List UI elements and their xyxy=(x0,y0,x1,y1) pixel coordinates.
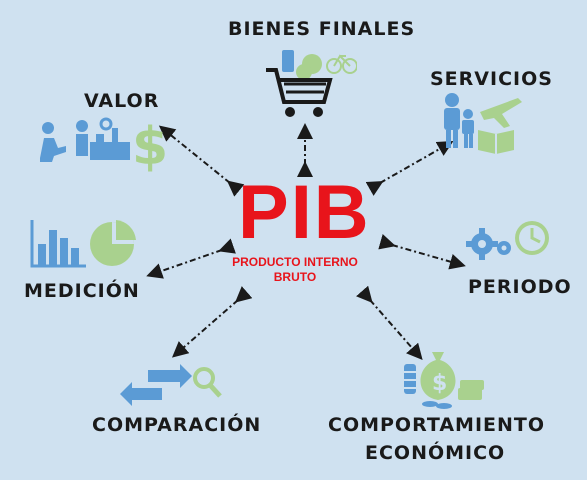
label-bienes-finales: BIENES FINALES xyxy=(228,18,416,40)
money-bag-icon: $ xyxy=(404,352,484,409)
people-travel-icon xyxy=(444,93,522,154)
pib-subtitle-line2: BRUTO xyxy=(273,270,317,284)
label-valor: VALOR xyxy=(84,90,160,112)
workers-money-icon: $ xyxy=(40,117,166,174)
label-comparacion: COMPARACIÓN xyxy=(92,414,262,436)
label-periodo: PERIODO xyxy=(468,276,572,298)
label-medicion: MEDICIÓN xyxy=(24,280,140,302)
label-comportamiento-line2: ECONÓMICO xyxy=(365,442,506,464)
label-servicios: SERVICIOS xyxy=(430,68,553,90)
svg-text:$: $ xyxy=(132,117,166,174)
chart-pie-icon xyxy=(30,220,136,268)
label-comportamiento-line1: COMPORTAMIENTO xyxy=(328,414,546,436)
connector-medicion xyxy=(146,238,236,279)
svg-text:$: $ xyxy=(432,371,447,396)
compare-arrows-icon xyxy=(120,364,222,406)
connector-valor xyxy=(158,125,245,197)
connector-periodo xyxy=(378,234,466,270)
pib-subtitle-line1: PRODUCTO INTERNO xyxy=(232,255,358,269)
connector-comparacion xyxy=(171,286,253,358)
pib-title: PIB xyxy=(238,170,371,255)
shopping-cart-icon xyxy=(266,50,357,117)
gears-clock-icon xyxy=(466,221,549,260)
connector-comportamiento xyxy=(356,285,423,361)
pib-subtitle: PRODUCTO INTERNO BRUTO xyxy=(230,255,360,285)
